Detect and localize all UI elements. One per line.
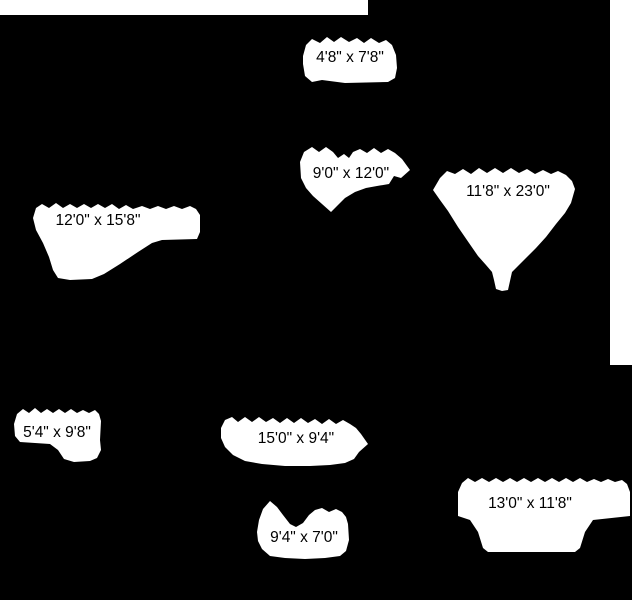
room-label-4: 12'0" x 15'8" <box>33 203 200 280</box>
room-dimension-label-2: 9'0" x 12'0" <box>313 165 389 182</box>
room-label-bubble-1 <box>303 37 397 83</box>
page-margin-top-band <box>0 0 368 15</box>
room-label-bubble-3 <box>433 168 575 291</box>
room-label-7: 9'4" x 7'0" <box>257 501 349 559</box>
room-label-2: 9'0" x 12'0" <box>300 147 410 212</box>
room-label-bubble-6 <box>221 417 368 466</box>
room-label-5: 5'4" x 9'8" <box>14 408 101 462</box>
room-dimension-label-6: 15'0" x 9'4" <box>258 430 334 447</box>
room-label-6: 15'0" x 9'4" <box>221 417 368 466</box>
room-dimension-label-8: 13'0" x 11'8" <box>488 495 572 512</box>
room-dimension-label-3: 11'8" x 23'0" <box>466 183 550 200</box>
room-dimension-label-4: 12'0" x 15'8" <box>55 212 140 229</box>
room-dimension-label-7: 9'4" x 7'0" <box>270 529 338 546</box>
room-dimension-label-5: 5'4" x 9'8" <box>23 424 91 441</box>
room-label-bubble-5 <box>14 408 101 462</box>
room-label-8: 13'0" x 11'8" <box>458 478 630 552</box>
room-label-bubble-7 <box>257 501 349 559</box>
room-label-3: 11'8" x 23'0" <box>433 168 575 291</box>
room-label-bubble-4 <box>33 203 200 280</box>
room-label-bubble-2 <box>300 147 410 212</box>
room-label-1: 4'8" x 7'8" <box>303 37 397 83</box>
room-label-bubble-8 <box>458 478 630 552</box>
room-dimension-label-1: 4'8" x 7'8" <box>316 49 384 66</box>
page-margin-right-strip <box>610 0 632 365</box>
